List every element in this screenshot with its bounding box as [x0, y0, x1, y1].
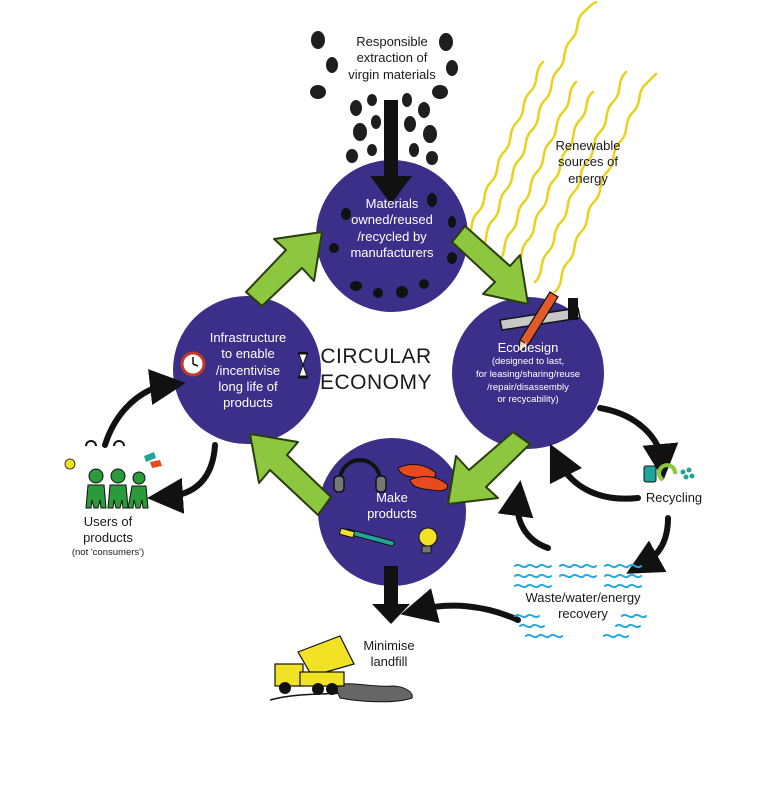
arrow-recovery-to-landfill — [400, 588, 521, 624]
landfill-scene — [269, 635, 413, 703]
water-waves — [514, 563, 647, 639]
black-arrows — [102, 369, 679, 624]
arrow-recovery-to-make — [497, 480, 551, 551]
make-products-label: Make products — [367, 490, 417, 522]
headphones-icon — [333, 458, 387, 493]
arrow-ecodesign-to-recycling — [597, 405, 679, 480]
diagram-title: CIRCULAR ECONOMY — [319, 345, 432, 395]
arrow-materials-to-ecodesign — [451, 225, 529, 305]
ecodesign-circle — [452, 297, 604, 449]
recycling-icons — [643, 463, 695, 483]
infrastructure-circle — [173, 296, 321, 444]
recovery-label: Waste/water/energy recovery — [525, 590, 641, 622]
bin-icon — [643, 465, 657, 483]
arrow-recycling-to-recovery — [626, 515, 671, 574]
infrastructure-label: Infrastructure to enable /incentivise lo… — [209, 330, 287, 410]
hourglass-icon — [298, 352, 308, 379]
renewable-energy-label: Renewable sources of energy — [555, 138, 621, 186]
landfill-down-arrow — [372, 566, 410, 624]
truck-cab — [274, 663, 304, 687]
users-note: (not 'consumers') — [71, 547, 145, 558]
truck-bed — [297, 635, 355, 677]
arrow-recycling-to-ecodesign — [549, 443, 641, 502]
lightbulb-icon — [418, 527, 438, 554]
ecodesign-detail: (designed to last, for leasing/sharing/r… — [475, 356, 581, 406]
users-small-icons — [64, 440, 162, 470]
users-label: Users of products — [83, 514, 133, 546]
arrow-make-to-infrastructure — [249, 433, 332, 516]
arrow-users-to-infra — [102, 369, 186, 448]
arrow-infra-to-users — [147, 442, 218, 514]
landfill-label: Minimise landfill — [363, 638, 415, 670]
pencil-icon — [518, 291, 559, 354]
extraction-label: Responsible extraction of virgin materia… — [348, 34, 436, 82]
extraction-arrow — [370, 100, 412, 204]
arrow-infrastructure-to-materials — [245, 231, 323, 307]
recycle-icon — [657, 463, 678, 482]
clock-icon — [180, 351, 206, 377]
green-cycle-arrows — [245, 225, 531, 516]
users-people — [85, 468, 149, 509]
toothbrush-icon — [338, 527, 395, 547]
recycling-label: Recycling — [645, 490, 703, 505]
ecodesign-title: Ecodesign — [497, 340, 559, 355]
materials-label: Materials owned/reused /recycled by manu… — [350, 196, 434, 260]
arrow-ecodesign-to-make — [447, 431, 531, 505]
material-dots — [329, 193, 457, 298]
shoes-icon — [397, 464, 449, 492]
rock-particles — [310, 31, 458, 178]
renewable-energy-lines — [463, 0, 658, 294]
